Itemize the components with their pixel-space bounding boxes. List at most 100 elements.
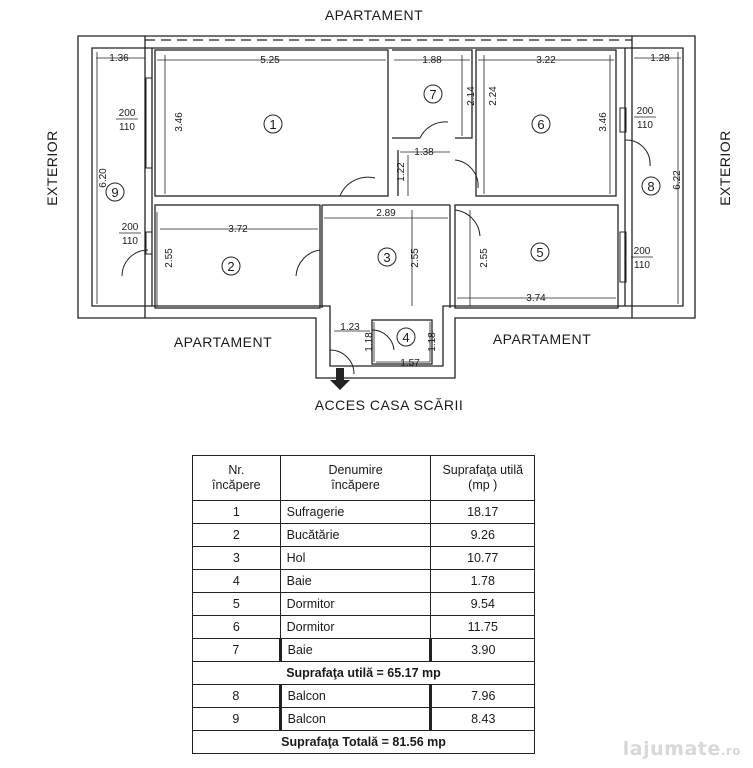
- row-nr: 6: [192, 615, 281, 639]
- dimension-label: 3.46: [174, 112, 185, 132]
- window-height: 110: [634, 260, 650, 271]
- row-area: 9.54: [430, 592, 535, 616]
- row-area: 10.77: [430, 546, 535, 570]
- dimension-label: 6.20: [98, 168, 109, 188]
- room-number: 2: [227, 259, 234, 274]
- dimension-label: 1.23: [340, 322, 360, 333]
- subtotal-text: Suprafaţa utilă = 65.17 mp: [192, 661, 535, 685]
- dimension-label: 1.57: [400, 358, 420, 369]
- window-label: 200 110: [119, 222, 141, 247]
- header-nr-line1: Nr.: [228, 463, 245, 477]
- row-area: 7.96: [429, 684, 535, 708]
- window-height: 110: [122, 236, 138, 247]
- floor-plan: APARTAMENT APARTAMENT APARTAMENT EXTERIO…: [44, 7, 733, 413]
- dimension-label: 2.55: [410, 248, 421, 268]
- row-area: 9.26: [430, 523, 535, 547]
- dimension-label: 1.36: [109, 53, 129, 64]
- doors: [121, 121, 651, 375]
- dimension-label: 5.25: [260, 55, 280, 66]
- header-name-line2: încăpere: [331, 478, 380, 492]
- room-number: 7: [429, 87, 436, 102]
- label-bottom-left-apartment: APARTAMENT: [174, 334, 272, 350]
- room-number: 6: [537, 117, 544, 132]
- room-number: 1: [269, 117, 276, 132]
- window-width: 200: [122, 222, 139, 233]
- window-label: 200 110: [634, 106, 656, 131]
- row-name: Dormitor: [279, 615, 432, 639]
- row-name: Bucătărie: [279, 523, 432, 547]
- header-area-line2: (mp ): [468, 478, 498, 492]
- dimension-label: 2.24: [488, 86, 499, 106]
- room-number: 3: [383, 250, 390, 265]
- row-name: Balcon: [278, 707, 432, 731]
- dimension-label: 3.46: [598, 112, 609, 132]
- row-name: Sufragerie: [279, 500, 432, 524]
- dimension-lines: [96, 52, 681, 363]
- row-name: Dormitor: [279, 592, 432, 616]
- watermark-suffix: .ro: [720, 744, 741, 758]
- dimension-label: 2.14: [466, 86, 477, 106]
- row-area: 1.78: [430, 569, 535, 593]
- window-height: 110: [119, 122, 135, 133]
- label-access-staircase: ACCES CASA SCĂRII: [315, 397, 464, 413]
- window-marks: [145, 77, 627, 283]
- row-name: Baie: [279, 569, 432, 593]
- room-number: 5: [536, 245, 543, 260]
- header-name-line1: Denumire: [328, 463, 383, 477]
- row-nr: 3: [192, 546, 281, 570]
- dimension-label: 2.89: [376, 208, 396, 219]
- dimension-label: 1.28: [650, 53, 670, 64]
- room-number: 9: [111, 185, 118, 200]
- dimension-label: 1.18: [427, 332, 438, 352]
- window-width: 200: [637, 106, 654, 117]
- label-exterior-left: EXTERIOR: [44, 130, 60, 206]
- watermark: lajumate.ro: [623, 738, 741, 760]
- row-nr: 4: [192, 569, 281, 593]
- walls: [77, 35, 696, 379]
- watermark-text: lajumate: [622, 738, 721, 760]
- row-nr: 2: [192, 523, 281, 547]
- total-row: Suprafaţa Totală = 81.56 mp: [192, 730, 535, 754]
- row-area: 8.43: [429, 707, 535, 731]
- row-nr: 8: [192, 684, 281, 708]
- dimension-label: 3.74: [526, 293, 546, 304]
- subtotal-row: Suprafaţa utilă = 65.17 mp: [192, 661, 535, 685]
- total-text: Suprafaţa Totală = 81.56 mp: [192, 730, 535, 754]
- room-number: 8: [647, 179, 654, 194]
- row-name: Balcon: [278, 684, 432, 708]
- row-nr: 1: [192, 500, 281, 524]
- header-nr: Nr.încăpere: [192, 455, 281, 501]
- window-width: 200: [119, 108, 136, 119]
- dimension-label: 2.55: [164, 248, 175, 268]
- row-name: Hol: [279, 546, 432, 570]
- dimension-label: 1.88: [422, 55, 442, 66]
- room-number: 4: [402, 330, 409, 345]
- header-area-line1: Suprafaţa utilă: [442, 463, 524, 477]
- label-exterior-right: EXTERIOR: [717, 130, 733, 206]
- row-area: 18.17: [430, 500, 535, 524]
- row-nr: 5: [192, 592, 281, 616]
- dimension-label: 1.22: [396, 162, 407, 182]
- row-area: 11.75: [430, 615, 535, 639]
- dimension-label: 3.72: [228, 224, 248, 235]
- window-label: 200 110: [116, 108, 138, 133]
- window-height: 110: [637, 120, 653, 131]
- row-area: 3.90: [429, 638, 535, 662]
- header-nr-line2: încăpere: [211, 478, 261, 492]
- window-label: 200 110: [631, 246, 653, 271]
- room-circles: [105, 84, 661, 347]
- dimension-label: 6.22: [672, 170, 683, 190]
- label-bottom-right-apartment: APARTAMENT: [493, 331, 591, 347]
- row-nr: 7: [192, 638, 281, 662]
